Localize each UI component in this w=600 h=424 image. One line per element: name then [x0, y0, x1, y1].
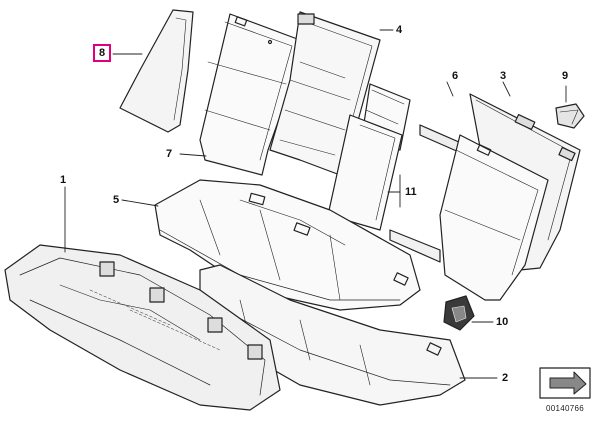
- publisher-logo: [539, 367, 591, 399]
- callout-2: 2: [502, 372, 509, 384]
- part-1-seat-frame: [4, 244, 281, 411]
- part-9-clip: [555, 103, 585, 129]
- callout-8: 8: [98, 47, 106, 59]
- callout-9: 9: [562, 70, 569, 82]
- part-11-pads: [327, 83, 411, 231]
- leader-lines: [64, 29, 567, 379]
- callout-3: 3: [500, 70, 507, 82]
- part-7-left-backrest: [199, 13, 301, 176]
- callout-8-highlighted: 8: [93, 44, 111, 62]
- part-10-cap: [443, 295, 475, 331]
- part-5-seat-cushion: [154, 179, 421, 311]
- callout-4: 4: [396, 24, 403, 36]
- callout-5: 5: [113, 194, 120, 206]
- callout-11: 11: [405, 186, 417, 198]
- catalog-code: 00140766: [546, 404, 584, 413]
- callout-7: 7: [166, 148, 173, 160]
- callout-6: 6: [452, 70, 459, 82]
- callout-1: 1: [60, 174, 67, 186]
- part-8-side-trim: [119, 9, 194, 133]
- callout-10: 10: [496, 316, 509, 328]
- part-6-right-backrest: [389, 134, 549, 301]
